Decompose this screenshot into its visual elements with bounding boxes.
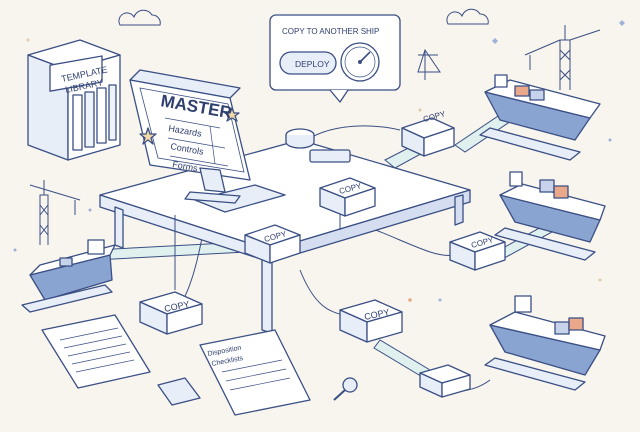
callout-title: COPY TO ANOTHER SHIP [282, 27, 379, 36]
star-icon [139, 127, 157, 145]
copy-stations [139, 117, 506, 398]
star-icon [224, 107, 240, 122]
crane-icon [524, 25, 601, 90]
magnifier-icon [333, 377, 358, 401]
copy-station [401, 117, 455, 157]
copy-station [244, 224, 301, 264]
deploy-button-label: DEPLOY [295, 59, 330, 69]
copy-station [139, 291, 203, 335]
signal-mast-icon [417, 48, 441, 80]
copy-station [449, 231, 506, 271]
crane-icon [29, 180, 81, 245]
document-sheet [41, 314, 151, 389]
checklist-document [199, 329, 311, 416]
ship-bottom-right [484, 295, 606, 391]
copy-station [339, 299, 403, 343]
monitor-item-forms: Forms [172, 159, 199, 173]
copy-station [419, 364, 471, 398]
ship-top-right [479, 74, 601, 161]
template-library-cabinet [27, 39, 121, 161]
tablet-icon [157, 377, 201, 406]
copy-station [319, 177, 376, 217]
master-monitor [129, 69, 251, 204]
ship-mid-right [494, 171, 606, 261]
deploy-button[interactable]: DEPLOY [279, 51, 337, 75]
desk-items [194, 128, 351, 213]
ship-left [21, 239, 116, 313]
